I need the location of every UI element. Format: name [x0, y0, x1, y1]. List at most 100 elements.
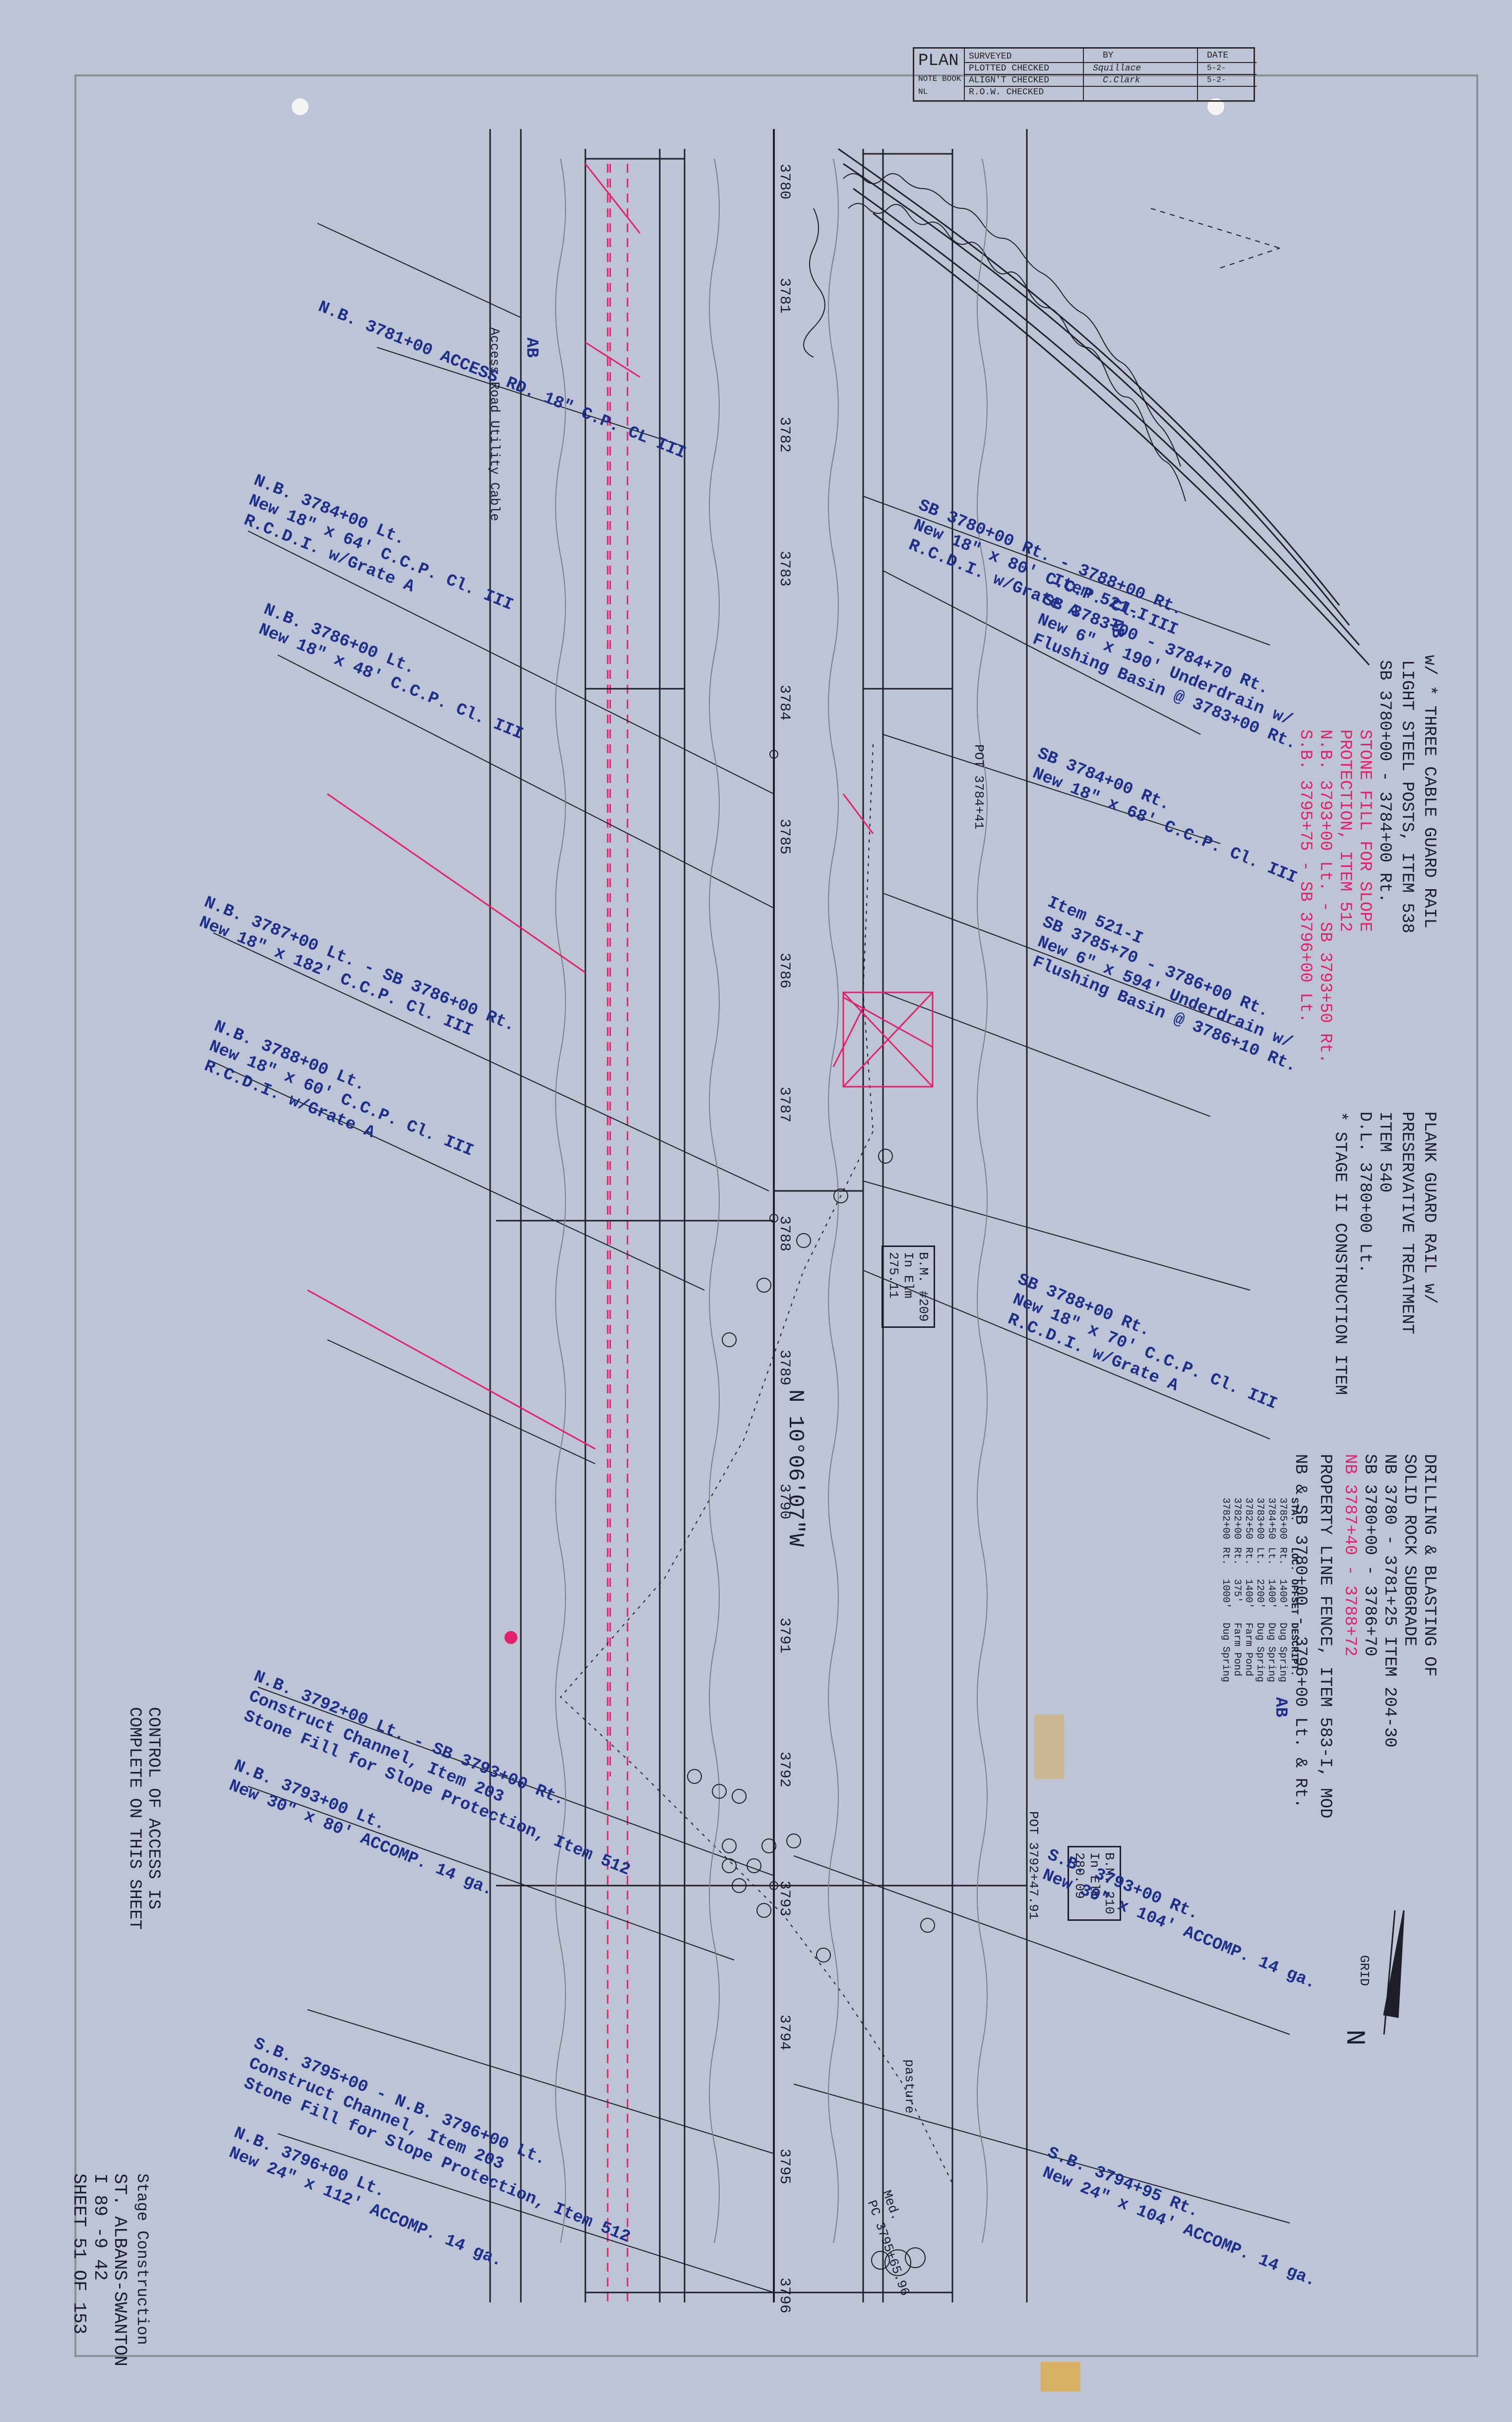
station-3786: 3786 — [776, 953, 793, 989]
sheet-no: 51 — [69, 2237, 89, 2259]
spec-note-0: w/ * THREE CABLE GUARD RAIL — [1420, 655, 1439, 928]
table-cell: 1400' — [1277, 1579, 1288, 1609]
table-cell: Rt. — [1243, 1547, 1254, 1566]
title-row: R.O.W. CHECKED — [969, 87, 1044, 97]
grid-label: GRID — [1357, 1955, 1372, 1986]
table-row: 3784+50 Lt. 1400' Dug Spring — [1265, 1494, 1277, 1686]
bm1-line1: B.M. #209 — [916, 1252, 931, 1322]
station-3783: 3783 — [776, 551, 793, 587]
station-3780: 3780 — [776, 164, 793, 200]
title-date-2: 5-2- — [1207, 75, 1226, 84]
pasture-label: pasture — [902, 2059, 917, 2114]
station-3785: 3785 — [776, 819, 793, 855]
title-by-2: C.Clark — [1103, 75, 1140, 85]
spec-note-12: DRILLING & BLASTING OF — [1420, 1454, 1439, 1677]
table-header: STA. — [1288, 1498, 1300, 1522]
spec-note-4: PROTECTION, ITEM 512 — [1335, 729, 1354, 932]
table-header: DESCRIPT. — [1288, 1623, 1300, 1677]
sheet-border — [74, 74, 1478, 2357]
punch-hole — [292, 98, 309, 115]
sheet-label: SHEET — [69, 2173, 89, 2227]
table-cell: Rt. — [1277, 1547, 1288, 1566]
station-3782: 3782 — [776, 417, 793, 453]
table-cell: 3783+00 — [1254, 1498, 1265, 1540]
title-plotted: PLOTTED CHECKED — [969, 64, 1050, 73]
spec-note-14: NB 3780 - 3781+25 ITEM 204-30 — [1380, 1454, 1399, 1748]
spec-note-10: D.L. 3780+00 Lt. — [1355, 1112, 1374, 1274]
red-sketch-lines — [307, 163, 933, 1450]
table-cell: 3785+00 — [1277, 1498, 1288, 1540]
station-3787: 3787 — [776, 1087, 793, 1123]
table-header: OFFSET — [1288, 1579, 1300, 1615]
table-cell: 3782+00 — [1220, 1498, 1231, 1540]
control-line-1: CONTROL OF ACCESS IS — [144, 1707, 163, 1910]
control-line-2: COMPLETE ON THIS SHEET — [125, 1707, 144, 1930]
spec-note-13: SOLID ROCK SUBGRADE — [1400, 1454, 1419, 1646]
table-cell: Lt. — [1254, 1547, 1265, 1566]
spec-note-9: ITEM 540 — [1375, 1112, 1394, 1193]
north-letter: N — [1339, 2029, 1369, 2046]
title-align: ALIGN'T CHECKED — [969, 75, 1050, 85]
table-cell: Rt. — [1220, 1547, 1231, 1566]
table-cell: 1400' — [1243, 1579, 1254, 1609]
table-cell: 1400' — [1265, 1579, 1277, 1609]
station-3788: 3788 — [776, 1216, 793, 1252]
stage-word: Stage — [133, 2173, 151, 2222]
leader-lines-right — [793, 496, 1290, 2224]
stage-stamp-mark — [1041, 2362, 1080, 2392]
station-3793: 3793 — [776, 1881, 793, 1917]
table-header: LOC. — [1288, 1547, 1300, 1571]
table-cell: 3782+00 — [1231, 1498, 1243, 1540]
pot-label-2: POT 3792+47.91 — [1026, 1811, 1041, 1920]
leader-lines-left — [213, 223, 774, 2293]
sheet-total: 153 — [69, 2302, 89, 2335]
table-cell: Farm Pond — [1231, 1623, 1243, 1677]
cross-members — [496, 153, 1027, 2293]
project-number-main: I 89 -9 — [90, 2173, 110, 2249]
ditch-lines — [555, 158, 988, 2243]
stage-label: Stage Construction — [133, 2173, 151, 2345]
table-cell: Lt. — [1265, 1547, 1277, 1566]
title-notebook: NOTE BOOK — [918, 74, 961, 83]
table-cell: Dug Spring — [1220, 1623, 1231, 1683]
spec-note-16: NB 3787+40 - 3788+72 — [1340, 1454, 1359, 1657]
spec-note-3: STONE FILL FOR SLOPE — [1355, 729, 1374, 932]
project-number-suffix: 42 — [90, 2259, 110, 2281]
construction-word: Construction — [133, 2230, 151, 2345]
table-cell: 1000' — [1220, 1579, 1231, 1609]
title-date-1: 5-2- — [1207, 64, 1226, 72]
title-surveyed: SURVEYED — [969, 52, 1012, 62]
ab-marker: AB — [1271, 1697, 1290, 1717]
curved-hachures — [803, 173, 1186, 502]
table-row: 3782+00 Rt. 375' Farm Pond — [1231, 1494, 1243, 1686]
station-3791: 3791 — [776, 1618, 793, 1654]
table-row: 3783+00 Lt. 2200' Dug Spring — [1254, 1494, 1265, 1686]
table-cell: 375' — [1231, 1579, 1243, 1603]
station-3792: 3792 — [776, 1752, 793, 1788]
row-lines — [607, 164, 629, 2302]
table-cell: 2200' — [1254, 1579, 1265, 1609]
spec-note-11: * STAGE II CONSTRUCTION ITEM — [1330, 1112, 1349, 1395]
table-header-row: STA. LOC. OFFSET DESCRIPT. — [1288, 1494, 1300, 1686]
spec-note-5: N.B. 3793+00 Lt. - SB 3793+50 Rt. — [1316, 729, 1334, 1064]
bm1-line3: 275.11 — [886, 1252, 901, 1299]
ab-marker: AB — [1107, 618, 1126, 638]
well-table-grid: STA. LOC. OFFSET DESCRIPT. 3785+00 Rt. 1… — [1220, 1494, 1300, 1686]
bm1-line2: In Elm — [901, 1252, 916, 1299]
table-cell: Dug Spring — [1277, 1623, 1288, 1683]
table-cell: Rt. — [1231, 1547, 1243, 1566]
pot-label-1: POT 3784+41 — [971, 744, 986, 830]
title-by: BY — [1103, 51, 1114, 61]
spec-note-1: LIGHT STEEL POSTS, ITEM 538 — [1397, 660, 1416, 933]
station-3781: 3781 — [776, 278, 793, 314]
access-road-label: Access Road Utility Cable — [487, 327, 502, 522]
well-table: STA. LOC. OFFSET DESCRIPT. 3785+00 Rt. 1… — [1220, 1494, 1300, 1686]
station-3796: 3796 — [776, 2278, 793, 2314]
title-date: DATE — [1207, 51, 1229, 61]
table-cell: Dug Spring — [1265, 1623, 1277, 1683]
table-cell: 3784+50 — [1265, 1498, 1277, 1540]
station-3784: 3784 — [776, 685, 793, 721]
station-3794: 3794 — [776, 2015, 793, 2051]
